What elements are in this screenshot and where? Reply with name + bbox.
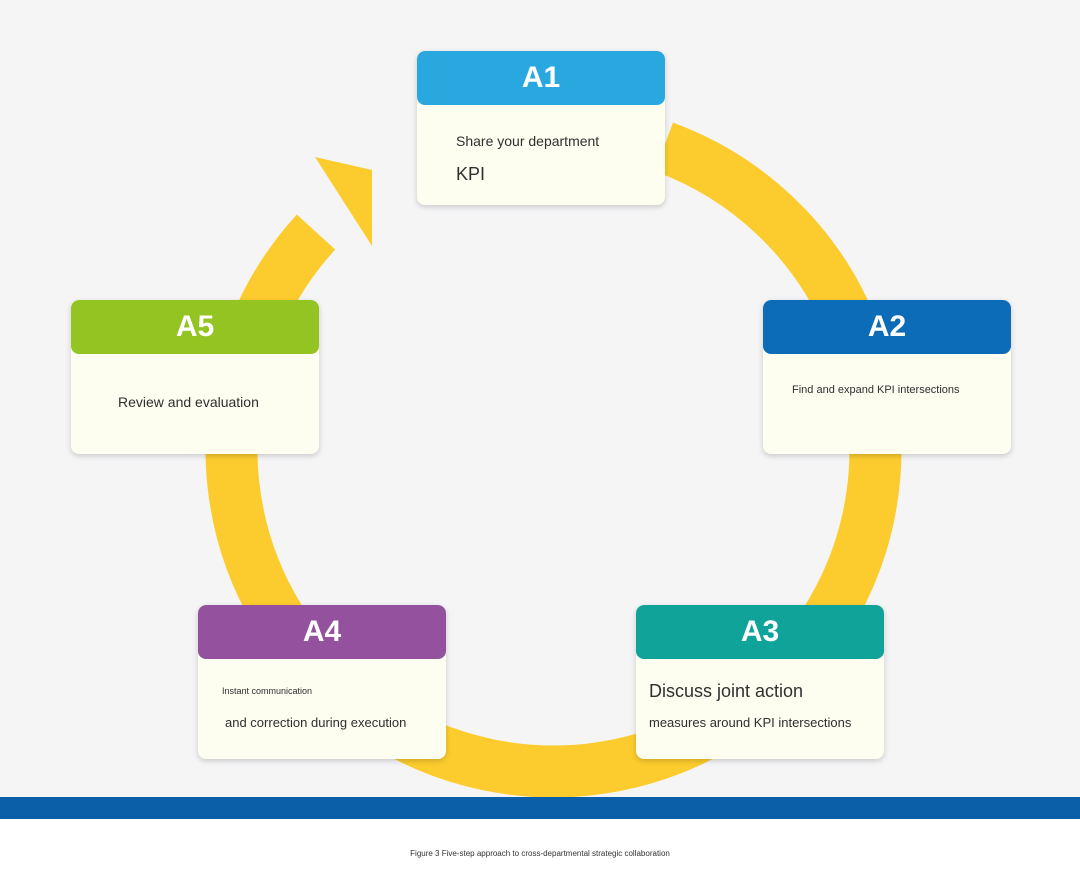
step-header-a2: A2 [763,300,1011,354]
step-card-a5: A5 Review and evaluation [71,300,319,454]
step-card-a1: A1 Share your department KPI [417,51,665,205]
step-a1-text-2: KPI [456,164,486,184]
step-header-a3: A3 [636,605,884,659]
diagram-canvas: A1 Share your department KPI A2 Find and… [71,51,1011,797]
step-label-a5: A5 [175,310,215,343]
step-a5-text-1: Review and evaluation [118,394,259,410]
step-a4-text-1: Instant communication [222,686,313,696]
step-label-a2: A2 [867,310,907,343]
step-a1-text-1: Share your department [456,133,600,149]
step-a3-text-2: measures around KPI intersections [649,715,852,730]
step-header-a5: A5 [71,300,319,354]
step-card-a4: A4 Instant communication and correction … [198,605,446,759]
footer-band [0,797,1080,819]
step-a2-text-1: Find and expand KPI intersections [792,384,960,396]
step-header-a4: A4 [198,605,446,659]
cycle-arrowhead [315,157,372,246]
figure-caption: Figure 3 Five-step approach to cross-dep… [410,849,670,858]
step-header-a1: A1 [417,51,665,105]
step-a3-text-1: Discuss joint action [649,681,804,701]
step-card-a3: A3 Discuss joint action measures around … [636,605,884,759]
step-label-a4: A4 [302,615,342,648]
step-label-a3: A3 [740,615,780,648]
step-card-a2: A2 Find and expand KPI intersections [763,300,1011,454]
step-label-a1: A1 [521,61,561,94]
step-a4-text-2: and correction during execution [225,715,407,730]
